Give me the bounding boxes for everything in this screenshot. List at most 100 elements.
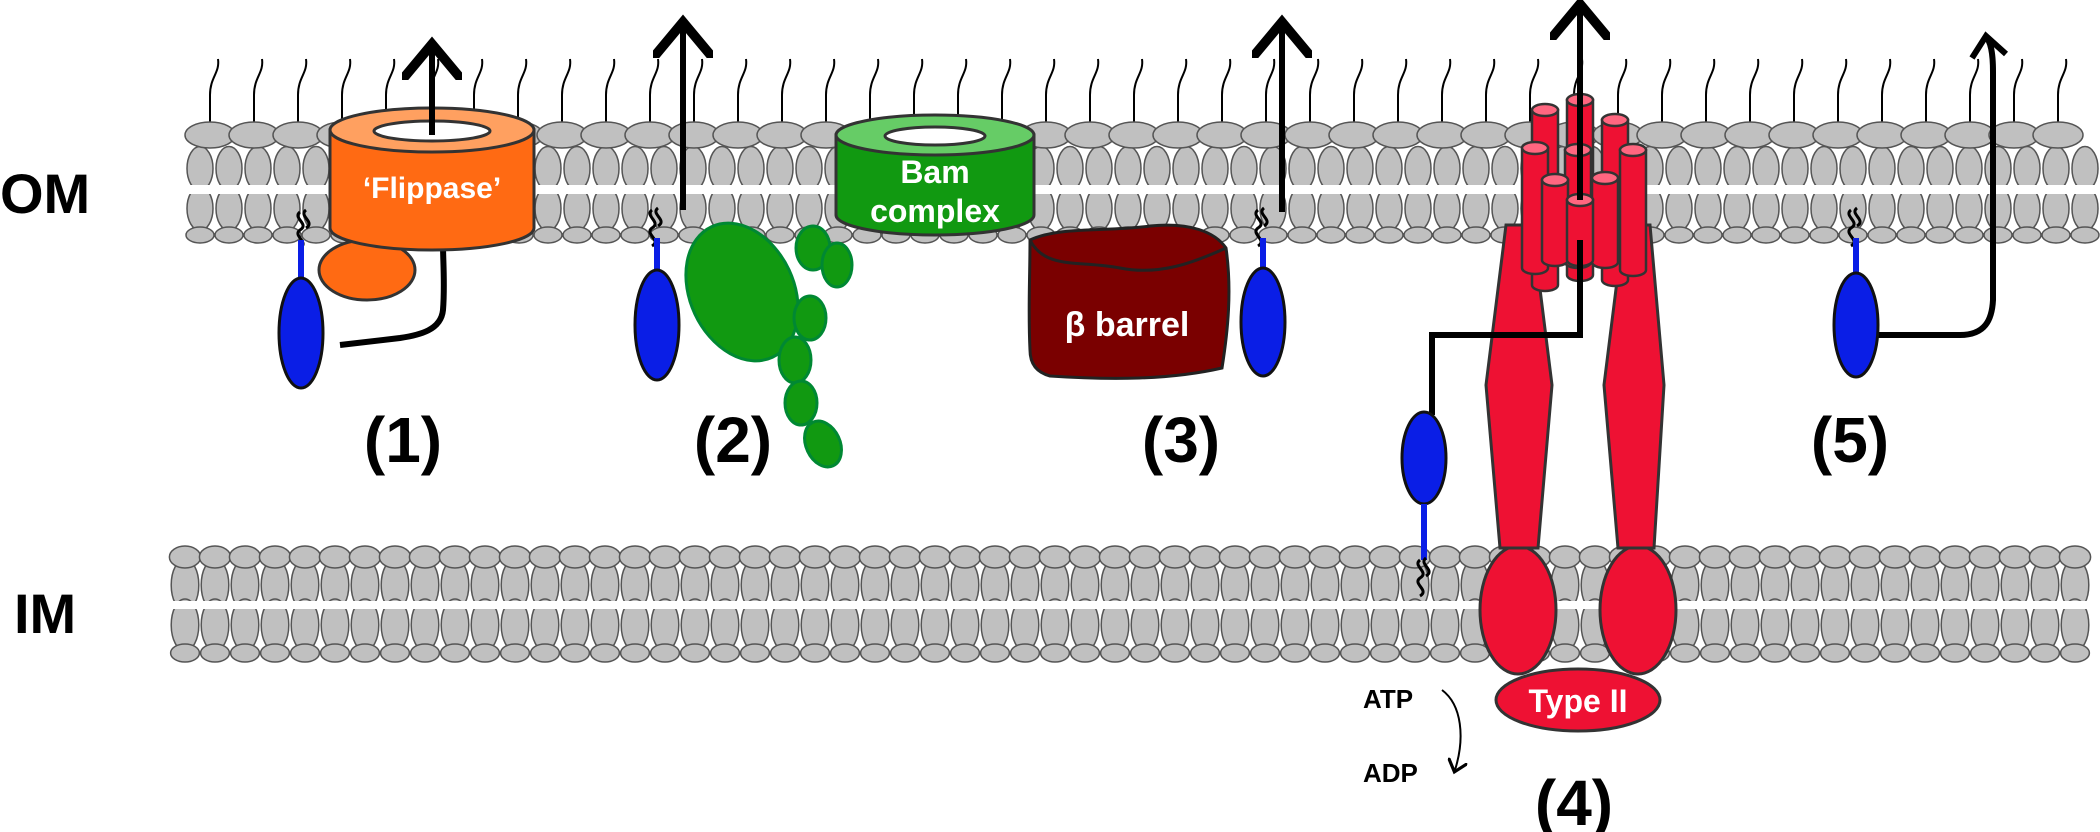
im-lipid-head: [1159, 643, 1191, 663]
im-lipid-head: [1549, 643, 1581, 663]
im-lipid-head: [588, 545, 622, 569]
im-lipid-head: [318, 545, 352, 569]
om-lipid-head: [301, 226, 331, 244]
im-lipid-head: [1879, 643, 1911, 663]
im-lipid-head: [1698, 545, 1732, 569]
secretin-subunit: [1618, 148, 1648, 278]
im-lipid-head: [409, 643, 441, 663]
im-lipid-head: [1219, 643, 1251, 663]
om-lipid-head: [1461, 226, 1491, 244]
om-lps-head: [1768, 121, 1820, 149]
lipoprotein-2: [633, 206, 681, 382]
im-lipid-head: [1098, 545, 1132, 569]
im-lipid-head: [1369, 643, 1401, 663]
im-lipid-head: [2059, 643, 2091, 663]
om-lipid-head: [2070, 226, 2100, 244]
im-lipid-head: [1849, 643, 1881, 663]
im-lipid-head: [1728, 545, 1762, 569]
inner-membrane: [168, 545, 2100, 663]
om-lipid-head: [272, 226, 302, 244]
im-lipid-head: [1668, 545, 1702, 569]
im-lipid-head: [198, 545, 232, 569]
pathway-5-label: (5): [1811, 404, 1889, 476]
om-lipid-head: [1229, 226, 1259, 244]
im-lipid-head: [228, 545, 262, 569]
om-lps-head: [228, 121, 280, 149]
im-lipid-head: [1368, 545, 1402, 569]
om-lps-head: [1372, 121, 1424, 149]
im-lipid-head: [979, 643, 1011, 663]
im-lipid-head: [739, 643, 771, 663]
im-lipid-head: [679, 643, 711, 663]
im-lipid-head: [258, 545, 292, 569]
pathway-2: Bam complex: [633, 28, 1036, 469]
om-lps-head: [580, 121, 632, 149]
om-lipid-head: [185, 226, 215, 244]
im-lipid-head: [259, 643, 291, 663]
im-lipid-head: [1278, 545, 1312, 569]
bam-accessory-proteins: [684, 221, 854, 469]
im-lipid-head: [559, 643, 591, 663]
im-lipid-head: [529, 643, 561, 663]
im-lipid-head: [1129, 643, 1161, 663]
im-lipid-head: [618, 545, 652, 569]
type2-inner-membrane-platform-left: [1478, 544, 1558, 676]
im-lipid-head: [1909, 643, 1941, 663]
om-lipid-head: [1983, 226, 2013, 244]
im-lipid-head: [1038, 545, 1072, 569]
im-lipid-head: [918, 545, 952, 569]
im-lipid-head: [1458, 545, 1492, 569]
om-lps-head: [1196, 121, 1248, 149]
im-lipid-head: [1158, 545, 1192, 569]
lipoprotein-3: [1239, 206, 1287, 378]
im-lipid-head: [319, 643, 351, 663]
om-lps-head: [536, 121, 588, 149]
im-lipid-head: [978, 545, 1012, 569]
im-lipid-head: [1938, 545, 1972, 569]
pathway-1-chain: [339, 244, 447, 348]
im-lipid-head: [948, 545, 982, 569]
im-lipid-head: [1818, 545, 1852, 569]
im-lipid-head: [288, 545, 322, 569]
im-lipid-head: [199, 643, 231, 663]
im-lipid-head: [738, 545, 772, 569]
im-lipid-head: [1428, 545, 1462, 569]
im-lipid-head: [798, 545, 832, 569]
im-lipid-head: [1308, 545, 1342, 569]
im-lipid-head: [709, 643, 741, 663]
im-lipid-head: [649, 643, 681, 663]
om-lipid-head: [1664, 226, 1694, 244]
im-lipid-head: [169, 643, 201, 663]
im-lipid-head: [469, 643, 501, 663]
im-lipid-head: [558, 545, 592, 569]
im-lipid-head: [1669, 643, 1701, 663]
om-lipid-head: [591, 226, 621, 244]
om-lps-head: [1064, 121, 1116, 149]
inner-membrane-label: IM: [14, 582, 76, 645]
type2-secretin: [1520, 92, 1648, 293]
om-lps-head: [1988, 121, 2040, 149]
im-lipid-head: [1998, 545, 2032, 569]
om-lipid-head: [1954, 226, 1984, 244]
om-lps-head: [1900, 121, 1952, 149]
om-lipid-head: [1345, 226, 1375, 244]
om-lps-head: [712, 121, 764, 149]
im-lipid-head: [1579, 643, 1611, 663]
im-lipid-head: [468, 545, 502, 569]
im-lipid-head: [769, 643, 801, 663]
om-lps-head: [668, 121, 720, 149]
om-lps-head: [624, 121, 676, 149]
im-lipid-head: [1338, 545, 1372, 569]
im-lipid-head: [888, 545, 922, 569]
om-lps-head: [184, 121, 236, 149]
lipoprotein-1: [277, 208, 325, 390]
pathway-3: β barrel: [1027, 28, 1287, 380]
om-lipid-head: [2012, 226, 2042, 244]
im-lipid-head: [2058, 545, 2092, 569]
im-lipid-head: [408, 545, 442, 569]
im-lipid-head: [348, 545, 382, 569]
om-lipid-head: [1722, 226, 1752, 244]
im-lipid-head: [1758, 545, 1792, 569]
om-lipid-head: [1896, 226, 1926, 244]
